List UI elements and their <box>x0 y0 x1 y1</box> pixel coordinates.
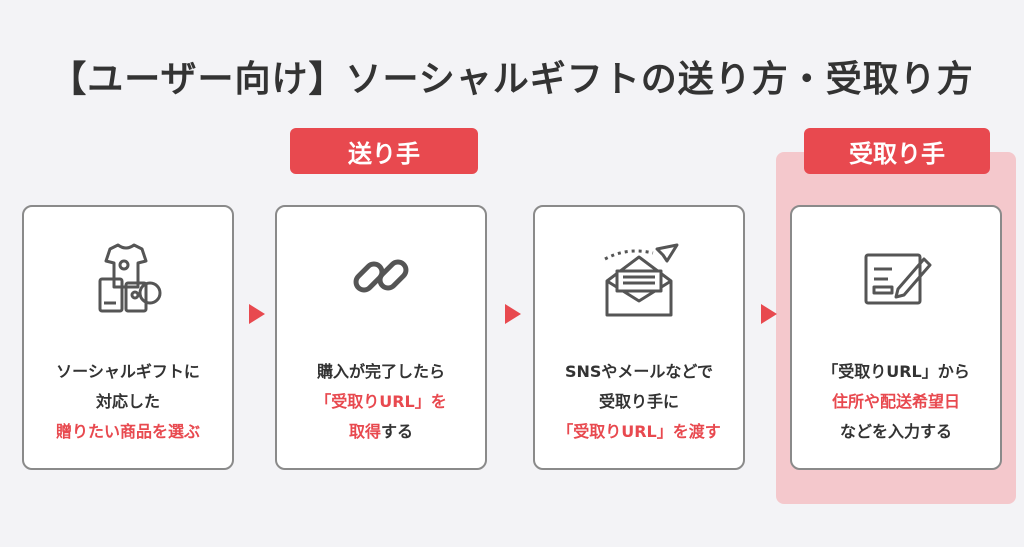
receiver-label: 受取り手 <box>804 128 990 174</box>
step-2-line-2: 「受取りURL」を <box>315 392 447 411</box>
step-3-line-2: 受取り手に <box>598 392 679 411</box>
step-2-line-1: 購入が完了したら <box>316 362 445 381</box>
step-card-4: 「受取りURL」から 住所や配送希望日 などを入力する <box>790 205 1002 470</box>
step-1-line-3: 贈りたい商品を選ぶ <box>55 422 200 441</box>
step-2-line-3-red: 取得 <box>348 422 381 441</box>
step-3-line-1: SNSやメールなどで <box>564 362 714 381</box>
step-1-line-1: ソーシャルギフトに <box>56 362 200 381</box>
step-card-2: 購入が完了したら 「受取りURL」を 取得する <box>275 205 487 470</box>
step-card-1: ソーシャルギフトに 対応した 贈りたい商品を選ぶ <box>22 205 234 470</box>
step-card-3: SNSやメールなどで 受取り手に 「受取りURL」を渡す <box>533 205 745 470</box>
step-4-line-3: などを入力する <box>839 422 952 441</box>
step-arrow-2 <box>505 304 521 324</box>
step-arrow-3 <box>761 304 777 324</box>
page-title: 【ユーザー向け】ソーシャルギフトの送り方・受取り方 <box>50 59 974 100</box>
step-2-line-3: 取得する <box>277 417 485 447</box>
step-3-line-3: 「受取りURL」を渡す <box>557 422 721 441</box>
gift-products-icon <box>88 241 168 325</box>
step-4-line-1: 「受取りURL」から <box>822 362 970 381</box>
step-2-line-3-suffix: する <box>381 422 414 441</box>
step-arrow-1 <box>249 304 265 324</box>
sender-label: 送り手 <box>290 128 478 174</box>
form-edit-icon <box>858 241 934 321</box>
step-4-line-2: 住所や配送希望日 <box>831 392 960 411</box>
send-mail-icon <box>597 241 681 325</box>
step-1-line-2: 対応した <box>95 392 160 411</box>
link-icon <box>346 241 416 315</box>
